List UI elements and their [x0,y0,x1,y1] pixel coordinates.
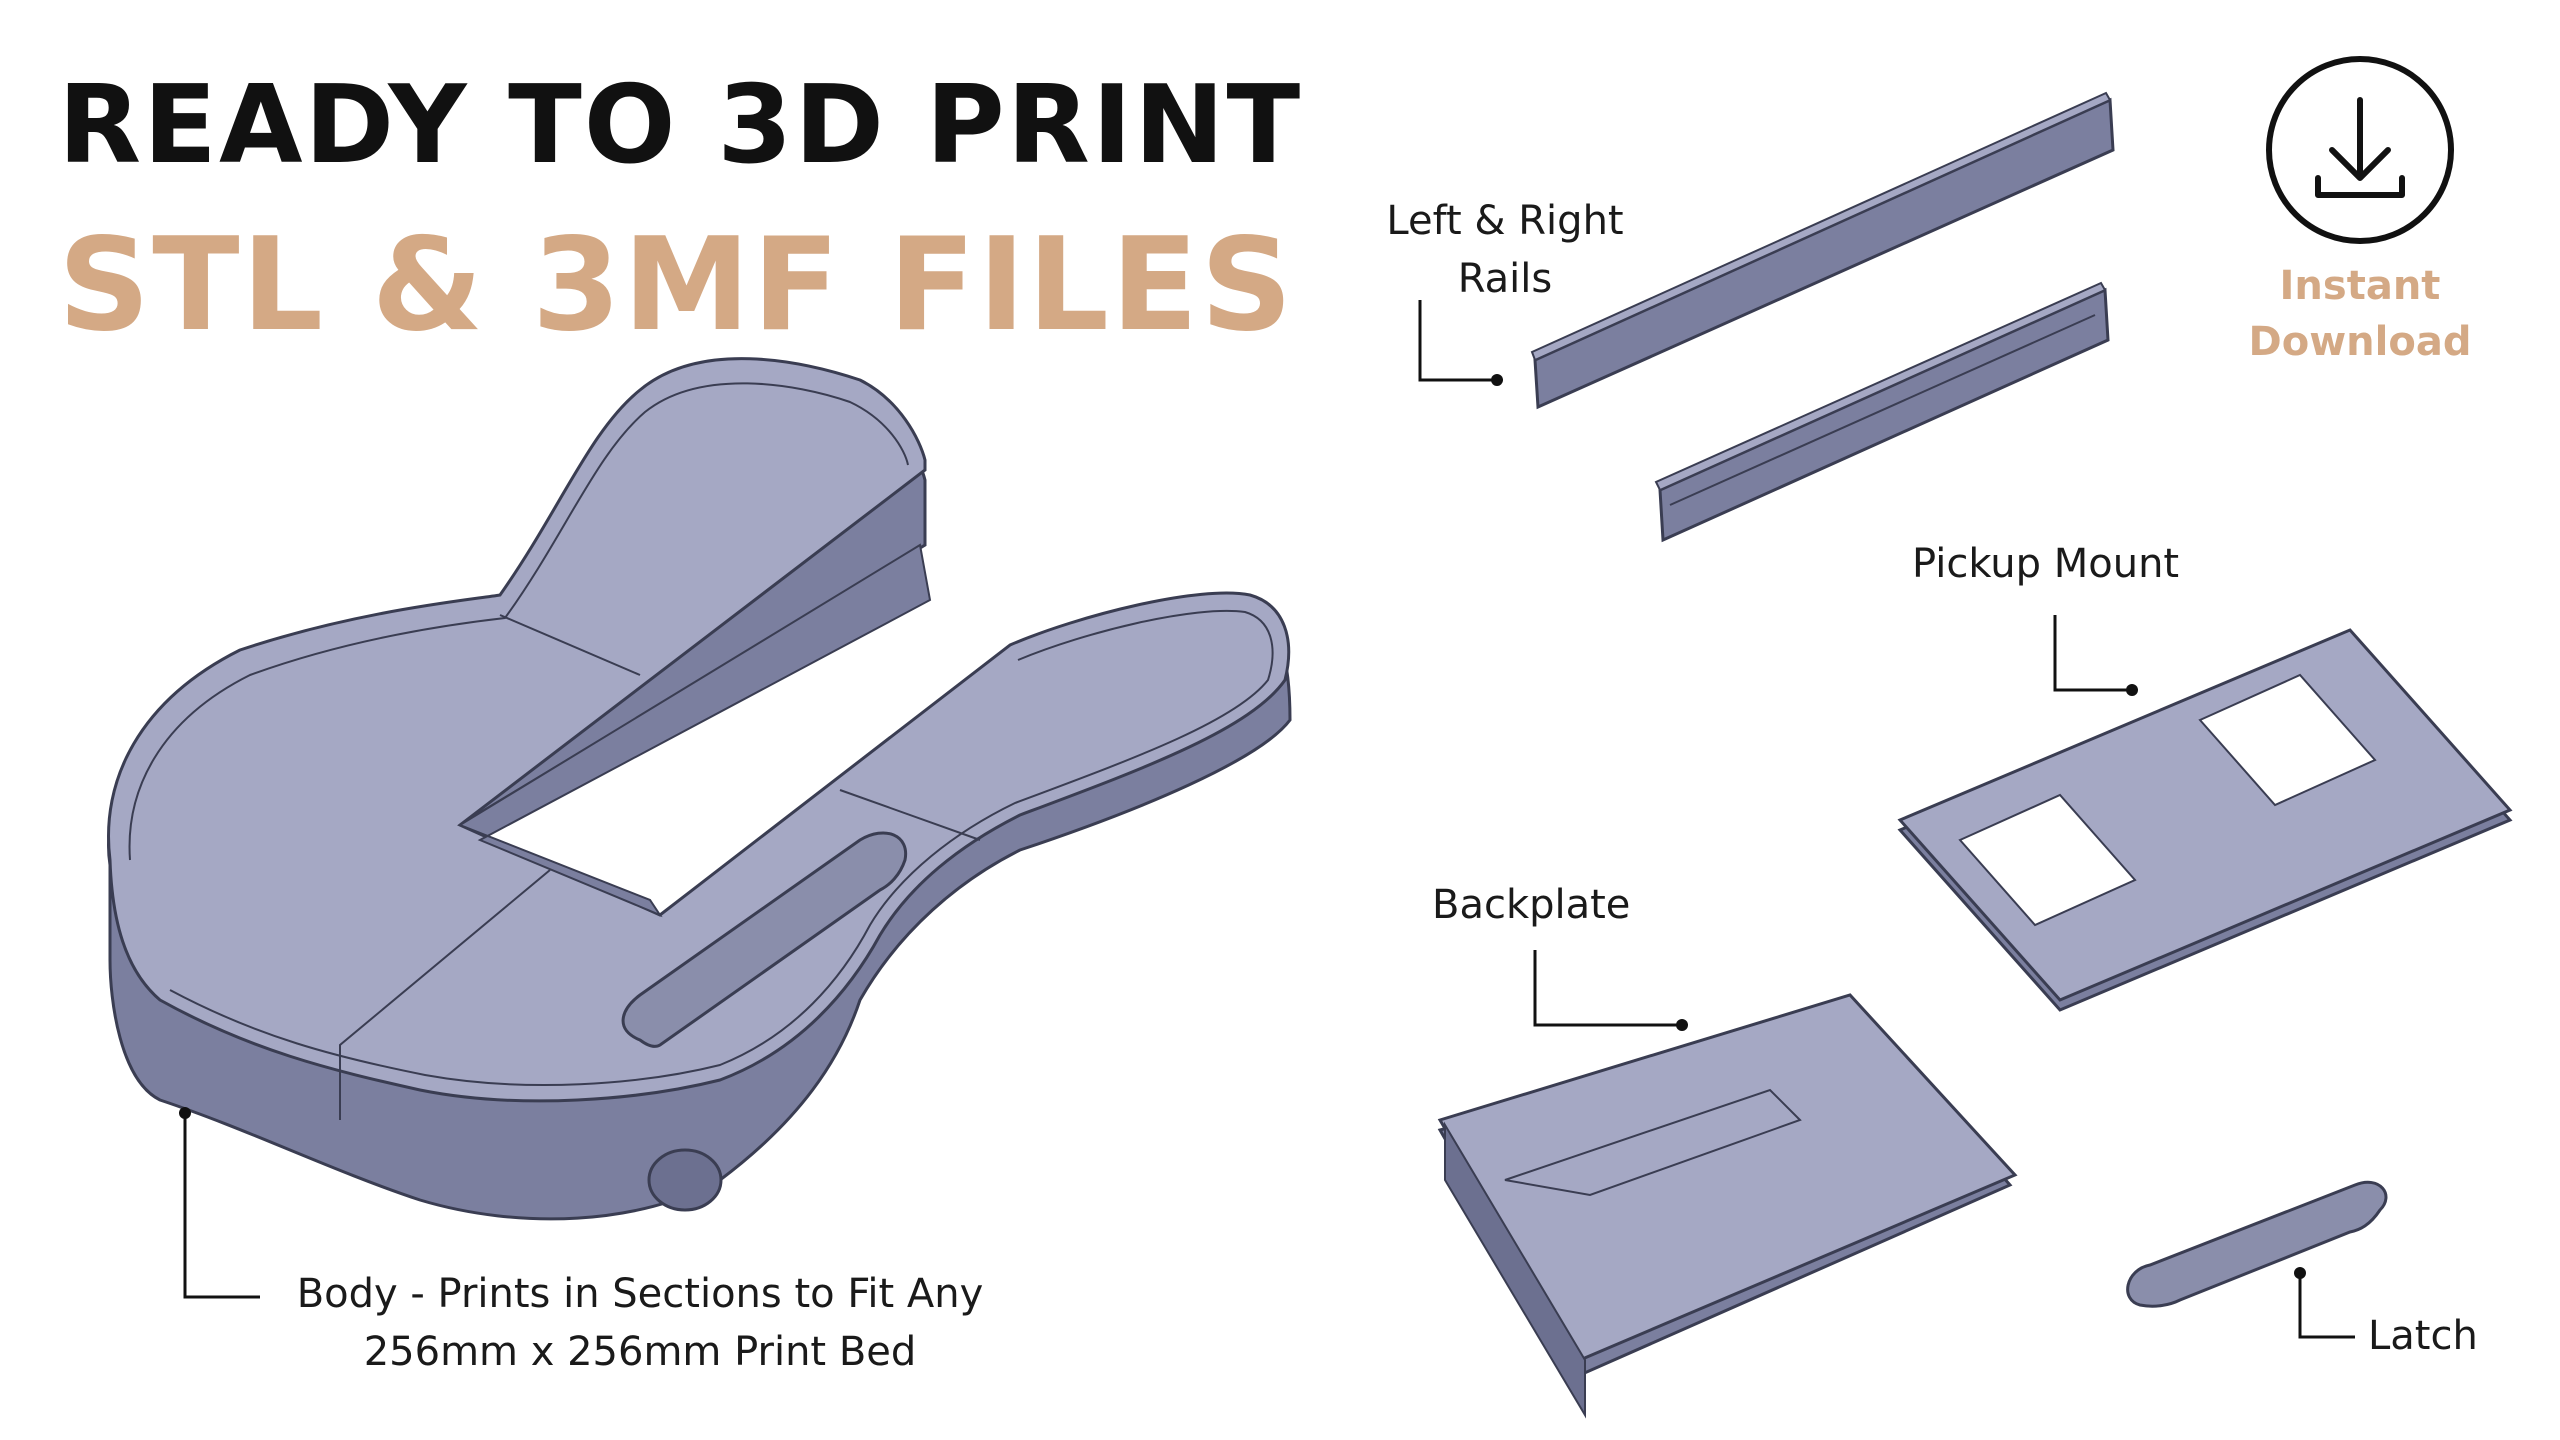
pickup-mount-label: Pickup Mount [1912,541,2180,587]
backplate-label: Backplate [1432,882,1631,928]
latch-part [2126,1180,2388,1308]
pickup-mount-part [1897,628,2513,1012]
leader-lines [183,300,2355,1339]
instant-download-line2: Download [2248,319,2472,365]
download-icon [2266,56,2454,244]
backplate-part [1437,993,2018,1419]
page-subtitle: STL & 3MF FILES [58,211,1295,360]
instant-download-label: Instant Download [2230,258,2490,370]
latch-label: Latch [2368,1313,2478,1359]
page-title: READY TO 3D PRINT [58,63,1303,188]
rails-part [1530,91,2115,543]
guitar-body-part [107,357,1292,1221]
leader-dots [179,374,2306,1279]
rails-label: Left & Right Rails [1380,192,1630,308]
body-label: Body - Prints in Sections to Fit Any 256… [270,1265,1010,1381]
instant-download-line1: Instant [2279,263,2441,309]
body-label-line1: Body - Prints in Sections to Fit Any [296,1271,984,1317]
rails-label-line1: Left & Right [1386,198,1624,244]
rails-label-line2: Rails [1457,256,1553,302]
body-label-line2: 256mm x 256mm Print Bed [363,1329,917,1375]
